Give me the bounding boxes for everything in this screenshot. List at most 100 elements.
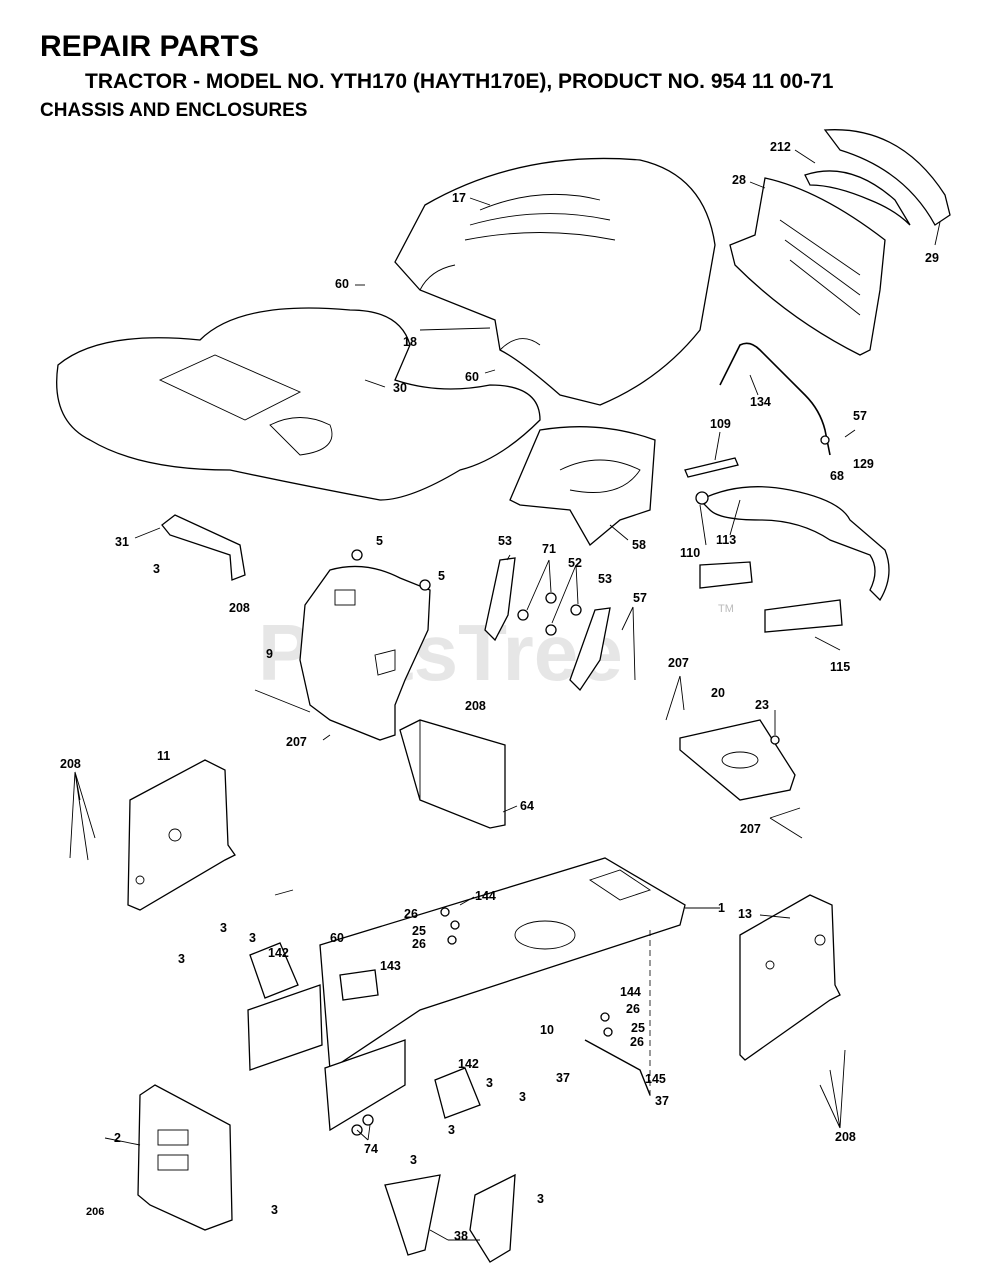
- callout-3: 3: [486, 1076, 493, 1090]
- page-title: REPAIR PARTS: [40, 30, 259, 63]
- part-rod: [719, 342, 831, 456]
- part-bracket-142-upper: [249, 942, 299, 999]
- part-frame: [247, 857, 686, 1132]
- part-rear-bracket: [137, 1084, 233, 1231]
- section-title: CHASSIS AND ENCLOSURES: [40, 100, 308, 121]
- callout-58: 58: [632, 538, 646, 552]
- part-fender-bracket: [161, 514, 246, 581]
- callout-3: 3: [249, 931, 256, 945]
- callout-208: 208: [60, 757, 81, 771]
- part-grille-insert: [804, 170, 911, 226]
- part-rod-145: [584, 1039, 651, 1096]
- callout-3: 3: [537, 1192, 544, 1206]
- part-heat-shield: [509, 426, 656, 546]
- part-hood: [394, 157, 716, 406]
- callout-53: 53: [598, 572, 612, 586]
- callout-207: 207: [740, 822, 761, 836]
- callout-26: 26: [404, 907, 418, 921]
- part-side-panel-left: [127, 759, 236, 911]
- callout-71: 71: [542, 542, 556, 556]
- callout-142: 142: [268, 946, 289, 960]
- callout-60: 60: [330, 931, 344, 945]
- callout-74: 74: [364, 1142, 378, 1156]
- callout-134: 134: [750, 395, 771, 409]
- callout-145: 145: [645, 1072, 666, 1086]
- callout-3: 3: [153, 562, 160, 576]
- callout-142: 142: [458, 1057, 479, 1071]
- callout-10: 10: [540, 1023, 554, 1037]
- callout-3: 3: [178, 952, 185, 966]
- callout-25: 25: [412, 924, 426, 938]
- callout-13: 13: [738, 907, 752, 921]
- part-brace-right: [569, 607, 611, 692]
- part-bumper-tube: [698, 486, 890, 633]
- callout-113: 113: [716, 533, 736, 547]
- callout-9: 9: [266, 647, 273, 661]
- callout-52: 52: [568, 556, 582, 570]
- callout-57: 57: [633, 591, 647, 605]
- callout-207: 207: [286, 735, 307, 749]
- callout-208: 208: [229, 601, 250, 615]
- part-dash-panel: [299, 565, 431, 741]
- part-support-143: [339, 969, 379, 1001]
- callout-17: 17: [452, 191, 466, 205]
- callout-3: 3: [271, 1203, 278, 1217]
- part-brace-left: [484, 557, 516, 642]
- callout-129: 129: [853, 457, 874, 471]
- callout-53: 53: [498, 534, 512, 548]
- callout-26: 26: [412, 937, 426, 951]
- callout-31: 31: [115, 535, 129, 549]
- callout-110: 110: [680, 546, 700, 560]
- callout-3: 3: [410, 1153, 417, 1167]
- callout-30: 30: [393, 381, 407, 395]
- callout-144: 144: [475, 889, 496, 903]
- part-side-panel-right: [739, 894, 841, 1061]
- callout-29: 29: [925, 251, 939, 265]
- callout-109: 109: [710, 417, 731, 431]
- callout-28: 28: [732, 173, 746, 187]
- model-subtitle: TRACTOR - MODEL NO. YTH170 (HAYTH170E), …: [85, 70, 834, 93]
- part-bracket-38-left: [384, 1174, 441, 1256]
- part-grille-trim: [823, 129, 951, 226]
- part-bracket-small: [684, 457, 739, 478]
- callout-25: 25: [631, 1021, 645, 1035]
- part-steering-plate: [679, 719, 796, 801]
- leader-lines: [69, 149, 941, 1241]
- callout-23: 23: [755, 698, 769, 712]
- callout-143: 143: [380, 959, 401, 973]
- callout-37: 37: [556, 1071, 570, 1085]
- callout-68: 68: [830, 469, 844, 483]
- callout-26: 26: [630, 1035, 644, 1049]
- callout-5: 5: [376, 534, 383, 548]
- callout-207: 207: [668, 656, 689, 670]
- part-bracket-142-lower: [434, 1067, 481, 1119]
- callout-212: 212: [770, 140, 791, 154]
- callout-5: 5: [438, 569, 445, 583]
- part-support-bracket: [399, 719, 506, 829]
- callout-206: 206: [86, 1206, 104, 1218]
- callout-20: 20: [711, 686, 725, 700]
- callout-26: 26: [626, 1002, 640, 1016]
- callout-60: 60: [465, 370, 479, 384]
- callout-60: 60: [335, 277, 349, 291]
- callout-2: 2: [114, 1131, 121, 1145]
- callout-64: 64: [520, 799, 534, 813]
- part-fender: [56, 307, 541, 501]
- callout-115: 115: [830, 660, 850, 674]
- part-bracket-38-right: [469, 1173, 516, 1263]
- fastener-group: [351, 435, 830, 1136]
- callout-3: 3: [448, 1123, 455, 1137]
- callout-208: 208: [465, 699, 486, 713]
- callout-1: 1: [718, 901, 725, 915]
- watermark-tm: TM: [718, 603, 734, 615]
- callout-18: 18: [403, 335, 417, 349]
- callout-37: 37: [655, 1094, 669, 1108]
- callout-144: 144: [620, 985, 641, 999]
- callout-57: 57: [853, 409, 867, 423]
- callout-208: 208: [835, 1130, 856, 1144]
- part-grille: [729, 177, 886, 356]
- callout-3: 3: [220, 921, 227, 935]
- callout-38: 38: [454, 1229, 468, 1243]
- part-cap: [695, 491, 709, 505]
